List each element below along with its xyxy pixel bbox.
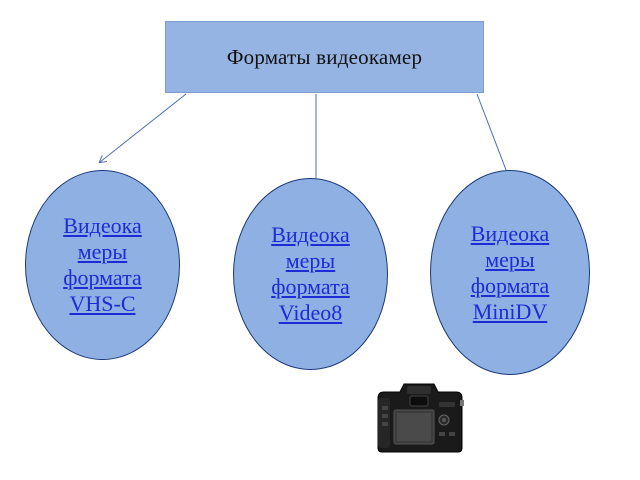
node-minidv-label[interactable]: Видеока меры формата MiniDV (470, 220, 550, 324)
node-video8-label[interactable]: Видеока меры формата Video8 (271, 222, 350, 325)
diagram-title-box: Форматы видеокамер (165, 21, 484, 93)
node-minidv[interactable]: Видеока меры формата MiniDV (430, 170, 590, 375)
node-vhs-c-label[interactable]: Видеока меры формата VHS-C (63, 213, 142, 316)
node-vhs-c[interactable]: Видеока меры формата VHS-C (25, 170, 180, 360)
camera-icon (377, 383, 464, 453)
diagram-title: Форматы видеокамер (226, 44, 423, 69)
connector-line-left (100, 93, 187, 162)
node-video8[interactable]: Видеока меры формата Video8 (233, 178, 388, 370)
